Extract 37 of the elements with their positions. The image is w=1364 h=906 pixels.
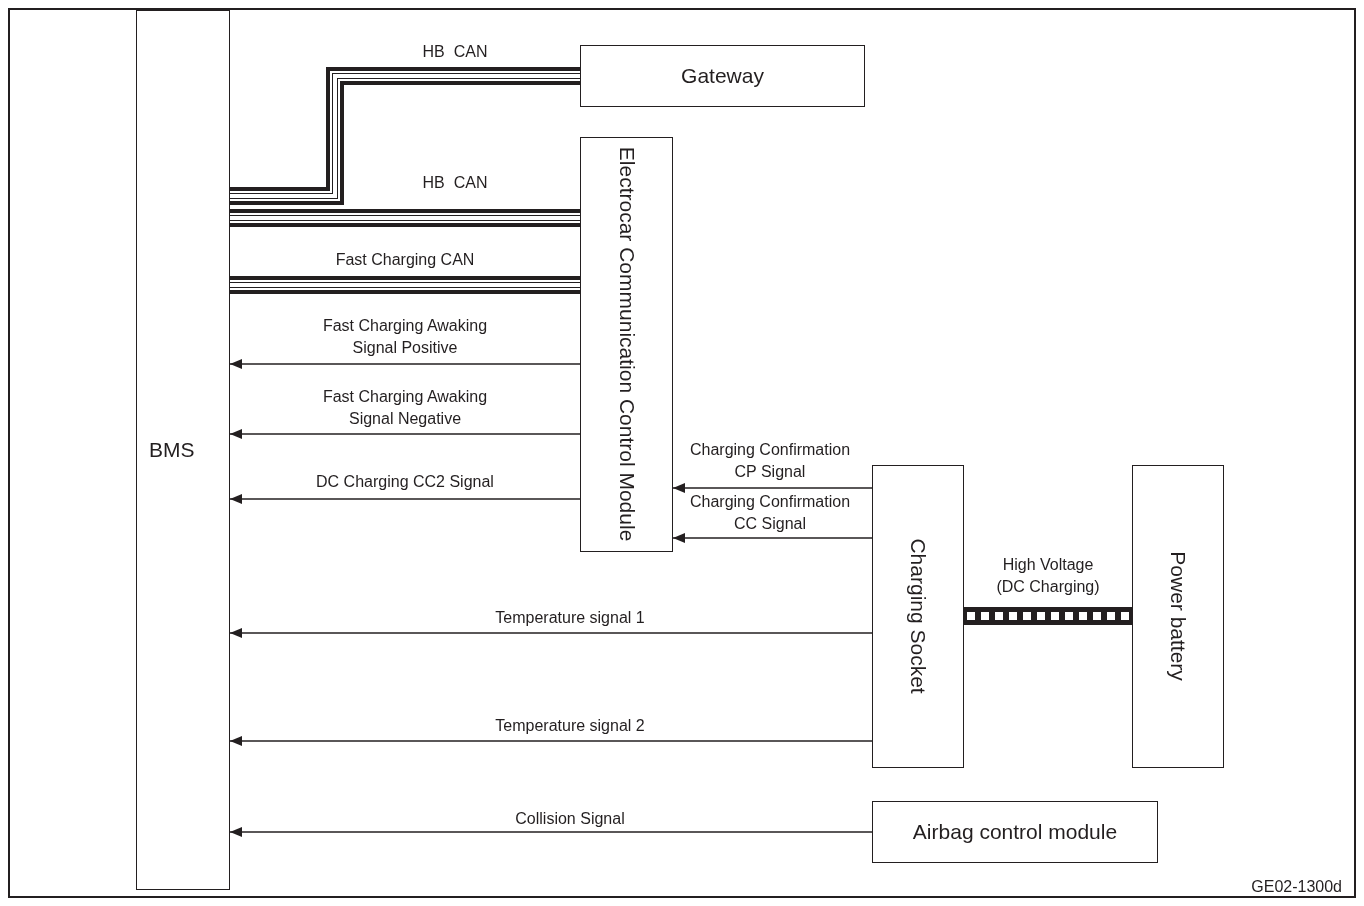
- edge-label: Temperature signal 2: [494, 716, 646, 737]
- high-voltage-cable: [964, 607, 1132, 625]
- module-name: Airbag control module: [912, 819, 1118, 845]
- module-name: Charging Socket: [906, 537, 931, 697]
- edge-label: HB CAN: [421, 42, 489, 63]
- arrow: [229, 429, 581, 439]
- edge-label: Collision Signal: [514, 809, 626, 830]
- module-box: [872, 465, 964, 768]
- arrow: [229, 827, 873, 837]
- can-bus-line: [230, 67, 580, 205]
- arrow: [229, 359, 581, 369]
- edge-label: Fast Charging Awaking Signal Positive: [321, 316, 489, 358]
- edge-label: DC Charging CC2 Signal: [315, 472, 495, 493]
- arrow: [229, 736, 873, 746]
- arrow: [229, 494, 581, 504]
- edge-label: Fast Charging CAN: [334, 250, 476, 271]
- arrow: [672, 483, 873, 493]
- module-box: [872, 801, 1158, 863]
- edge-label: Temperature signal 1: [494, 608, 646, 629]
- edge-label: HB CAN: [421, 173, 489, 194]
- arrow: [229, 628, 873, 638]
- module-box: [136, 10, 230, 890]
- figure-code: GE02-1300d: [1251, 878, 1342, 896]
- edge-label: Charging Confirmation CP Signal: [688, 440, 852, 482]
- edge-label: Fast Charging Awaking Signal Negative: [321, 387, 489, 429]
- can-bus-line: [230, 209, 580, 227]
- module-name: Electrocar Communication Control Module: [614, 146, 639, 544]
- module-name: BMS: [149, 437, 195, 463]
- module-name: Power battery: [1166, 550, 1191, 684]
- module-box: [580, 45, 865, 107]
- can-bus-line: [230, 276, 580, 294]
- arrow: [672, 533, 873, 543]
- edge-label: Charging Confirmation CC Signal: [688, 492, 852, 534]
- module-box: [1132, 465, 1224, 768]
- module-name: Gateway: [681, 63, 764, 89]
- module-box: [580, 137, 673, 552]
- edge-label: High Voltage (DC Charging): [995, 555, 1101, 597]
